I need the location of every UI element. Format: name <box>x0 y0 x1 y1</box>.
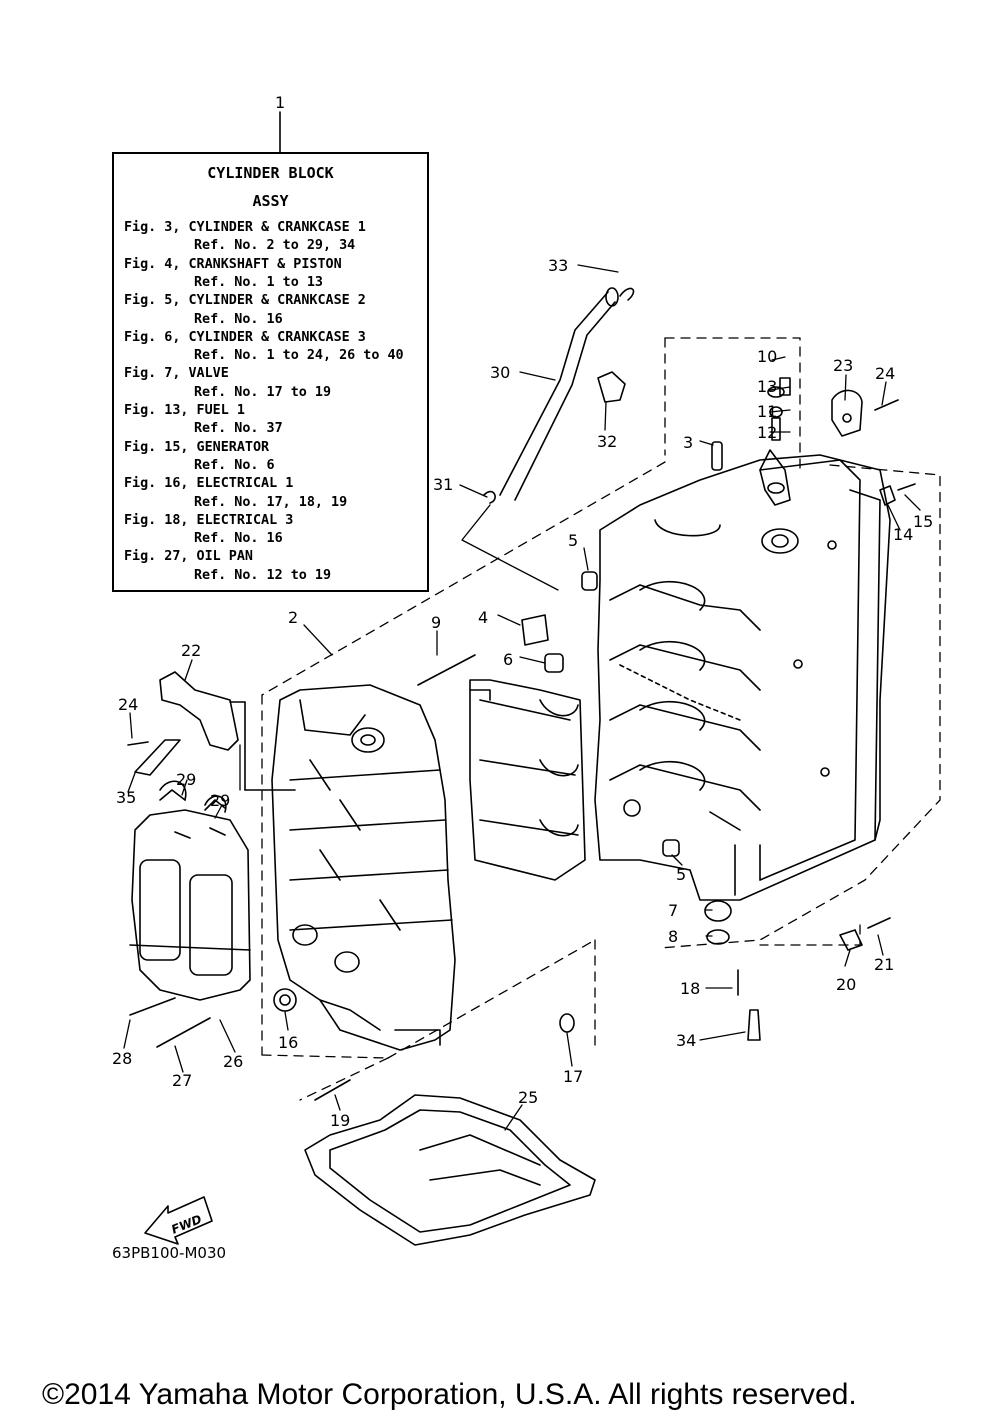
reference-ref-line: Ref. No. 12 to 19 <box>194 567 332 583</box>
callout-16: 16 <box>278 1033 298 1052</box>
callout-1: 1 <box>275 93 285 112</box>
gasket-25 <box>304 1094 596 1246</box>
callout-6: 6 <box>503 650 513 669</box>
callout-12: 12 <box>757 423 777 442</box>
reference-box-subtitle: ASSY <box>252 192 289 210</box>
callout-21: 21 <box>874 955 894 974</box>
reference-box: CYLINDER BLOCK ASSY Fig. 3, CYLINDER & C… <box>112 152 429 592</box>
reference-fig-line: Fig. 3, CYLINDER & CRANKCASE 1 <box>124 220 366 235</box>
hose-30 <box>499 291 609 496</box>
copyright-notice: ©2014 Yamaha Motor Corporation, U.S.A. A… <box>42 1378 857 1411</box>
callout-32: 32 <box>597 432 617 451</box>
callout-10: 10 <box>757 347 777 366</box>
callout-27: 27 <box>172 1071 192 1090</box>
main-bearing-housing <box>469 679 586 881</box>
reference-ref-line: Ref. No. 16 <box>194 311 283 327</box>
reference-fig-line: Fig. 6, CYLINDER & CRANKCASE 3 <box>124 329 366 345</box>
reference-ref-line: Ref. No. 1 to 13 <box>194 274 323 290</box>
callout-8: 8 <box>668 927 678 946</box>
reference-ref-line: Ref. No. 6 <box>194 457 275 473</box>
reference-ref-line: Ref. No. 17 to 19 <box>194 384 332 400</box>
reference-fig-line: Fig. 5, CYLINDER & CRANKCASE 2 <box>124 293 366 309</box>
callout-5: 5 <box>568 531 578 550</box>
callout-20: 20 <box>836 975 856 994</box>
callout-15: 15 <box>913 512 933 531</box>
callout-2: 2 <box>288 608 298 627</box>
reference-fig-line: Fig. 13, FUEL 1 <box>124 403 245 418</box>
callout-29b: 29 <box>210 791 230 810</box>
clamp-35 <box>134 739 181 776</box>
callout-35: 35 <box>116 788 136 807</box>
reference-fig-line: Fig. 7, VALVE <box>124 366 229 382</box>
leader-lines <box>123 264 921 1131</box>
reference-fig-line: Fig. 18, ELECTRICAL 3 <box>124 512 294 528</box>
callout-28: 28 <box>112 1049 132 1068</box>
callout-34: 34 <box>676 1031 696 1050</box>
callout-7: 7 <box>668 901 678 920</box>
callout-31: 31 <box>433 475 453 494</box>
reference-ref-line: Ref. No. 1 to 24, 26 to 40 <box>194 348 404 364</box>
callout-26: 26 <box>223 1052 243 1071</box>
diagram-code: 63PB100-M030 <box>112 1244 227 1262</box>
callout-23: 23 <box>833 356 853 375</box>
reference-fig-line: Fig. 15, GENERATOR <box>124 439 270 455</box>
reference-ref-line: Ref. No. 2 to 29, 34 <box>194 238 356 254</box>
crankcase <box>271 684 456 1051</box>
ignition-coil-assembly <box>129 780 251 1001</box>
callout-25: 25 <box>518 1088 538 1107</box>
callout-30: 30 <box>490 363 510 382</box>
reference-ref-line: Ref. No. 17, 18, 19 <box>194 494 348 510</box>
callout-24: 24 <box>875 364 895 383</box>
callout-33: 33 <box>548 256 568 275</box>
callout-4: 4 <box>478 608 488 627</box>
callout-18: 18 <box>680 979 700 998</box>
dashed-group-outlines <box>261 337 941 1101</box>
reference-fig-line: Fig. 4, CRANKSHAFT & PISTON <box>124 256 342 272</box>
callout-17: 17 <box>563 1067 583 1086</box>
reference-box-title: CYLINDER BLOCK <box>207 164 334 182</box>
callout-14: 14 <box>893 525 913 544</box>
reference-fig-line: Fig. 27, OIL PAN <box>124 549 253 565</box>
reference-ref-line: Ref. No. 16 <box>194 531 283 547</box>
reference-ref-line: Ref. No. 37 <box>194 421 283 437</box>
callout-19: 19 <box>330 1111 350 1130</box>
fwd-arrow-icon <box>144 1196 213 1245</box>
callout-labels: 1 2 3 4 5 5 6 7 8 9 10 11 12 13 14 15 16… <box>112 93 933 1130</box>
callout-5b: 5 <box>676 865 686 884</box>
callout-13: 13 <box>757 377 777 396</box>
callout-3: 3 <box>683 433 693 452</box>
cylinder-block <box>594 449 891 901</box>
bracket-22 <box>159 671 239 751</box>
callout-29: 29 <box>176 770 196 789</box>
fwd-label: FWD <box>169 1212 203 1237</box>
callout-11: 11 <box>757 402 777 421</box>
callout-24b: 24 <box>118 695 138 714</box>
reference-fig-line: Fig. 16, ELECTRICAL 1 <box>124 476 294 492</box>
callout-9: 9 <box>431 613 441 632</box>
callout-22: 22 <box>181 641 201 660</box>
